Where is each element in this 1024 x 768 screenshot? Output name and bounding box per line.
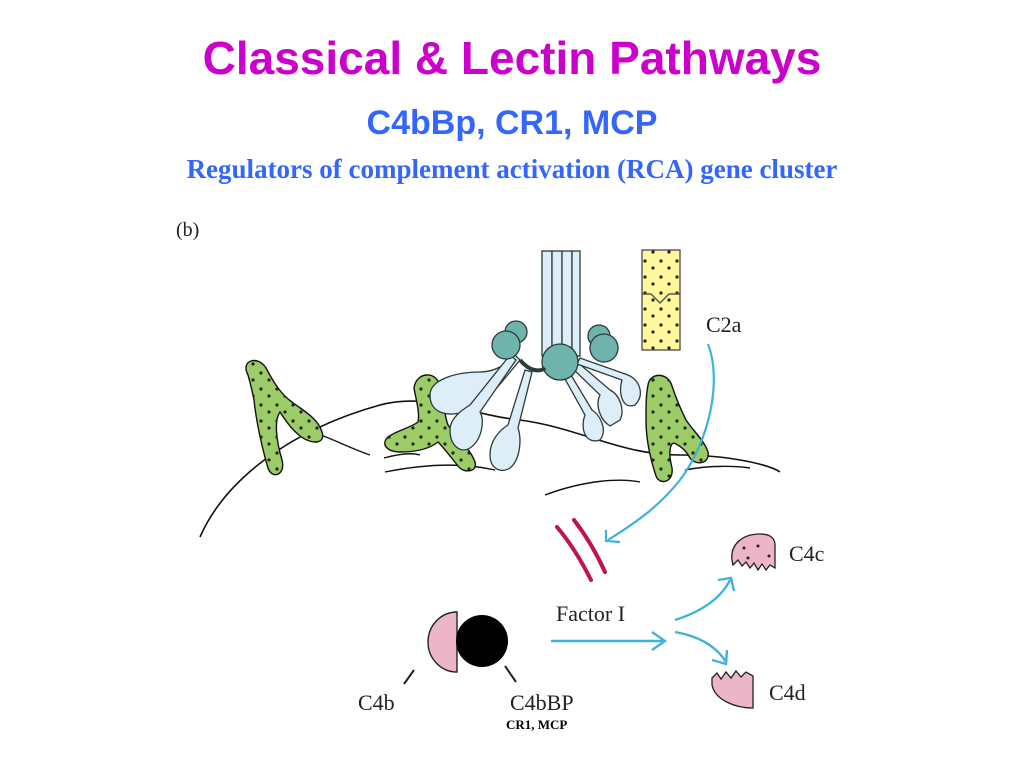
label-c4c: C4c bbox=[789, 541, 825, 566]
c4c-fragment bbox=[731, 533, 776, 572]
panel-label: (b) bbox=[176, 219, 199, 241]
membrane-fragment bbox=[544, 479, 641, 496]
arrowhead bbox=[717, 576, 736, 592]
arrow-to-c4c bbox=[674, 579, 732, 622]
c4b-surface-molecule bbox=[245, 359, 324, 476]
arrowhead bbox=[604, 530, 621, 544]
c2a-fragment bbox=[641, 249, 681, 351]
membrane-fragment bbox=[383, 453, 421, 459]
label-c4d: C4d bbox=[769, 680, 806, 705]
label-c2a: C2a bbox=[706, 312, 742, 337]
c4b-c4bbp-complex bbox=[403, 611, 517, 685]
c2a-displacement-arrow bbox=[607, 343, 715, 541]
c4d-fragment bbox=[711, 669, 754, 709]
membrane-fragment bbox=[384, 464, 496, 473]
label-c4b: C4b bbox=[358, 690, 395, 715]
slide-subtitle: C4bBp, CR1, MCP bbox=[366, 104, 658, 142]
label-cr1-mcp: CR1, MCP bbox=[506, 717, 567, 732]
label-c4bbp: C4bBP bbox=[510, 690, 574, 715]
membrane-fragment bbox=[684, 465, 751, 471]
slide-title: Classical & Lectin Pathways bbox=[202, 32, 822, 84]
arrowhead bbox=[651, 631, 668, 651]
inhibition-block-icon bbox=[555, 518, 607, 582]
membrane-fragment bbox=[317, 433, 371, 456]
slide-subtitle-rca: Regulators of complement activation (RCA… bbox=[186, 154, 838, 184]
arrowhead bbox=[711, 649, 729, 666]
label-factor-i: Factor I bbox=[556, 601, 625, 626]
antibody-c1-complex bbox=[429, 250, 641, 471]
c4b-surface-molecule bbox=[645, 374, 709, 483]
arrow-to-c4d bbox=[674, 630, 728, 663]
